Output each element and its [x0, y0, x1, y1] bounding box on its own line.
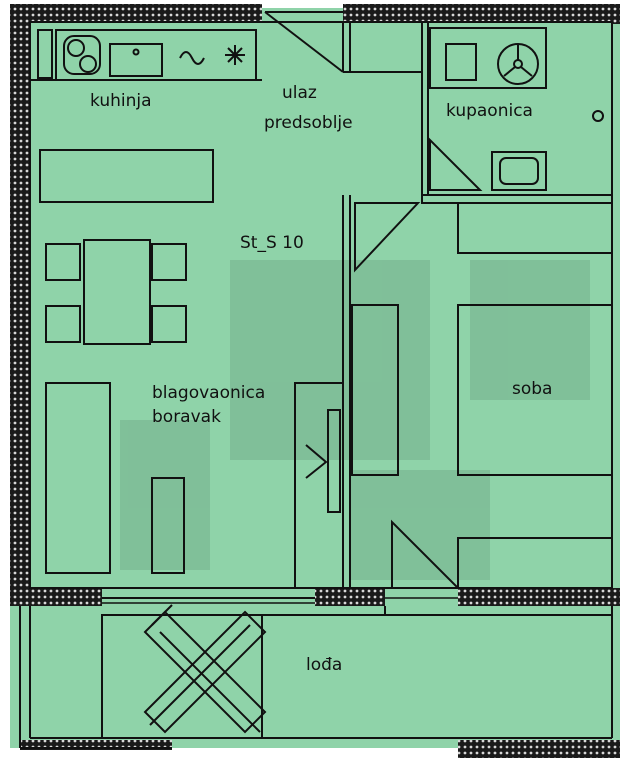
label-entrance: ulaz	[282, 83, 317, 103]
label-bathroom: kupaonica	[446, 101, 533, 121]
background-photo-shading	[120, 260, 590, 580]
bathroom-fixtures	[429, 27, 604, 191]
label-loggia: lođa	[306, 655, 342, 675]
floor-area	[10, 8, 620, 748]
loggia-furniture	[101, 604, 267, 739]
loggia-door-frames	[102, 597, 458, 604]
bedroom-door	[354, 202, 421, 273]
outer-walls	[10, 4, 620, 758]
label-living: boravak	[152, 407, 221, 427]
kitchen-counter	[37, 29, 257, 81]
label-hall: predsoblje	[264, 113, 353, 133]
label-dining: blagovaonica	[152, 383, 265, 403]
living-furniture	[39, 149, 344, 589]
label-bedroom: soba	[512, 379, 552, 399]
entrance-door	[264, 11, 344, 73]
label-kitchen: kuhinja	[90, 91, 152, 111]
bedroom-furniture	[351, 202, 613, 589]
label-unit-code: St_S 10	[240, 233, 304, 253]
